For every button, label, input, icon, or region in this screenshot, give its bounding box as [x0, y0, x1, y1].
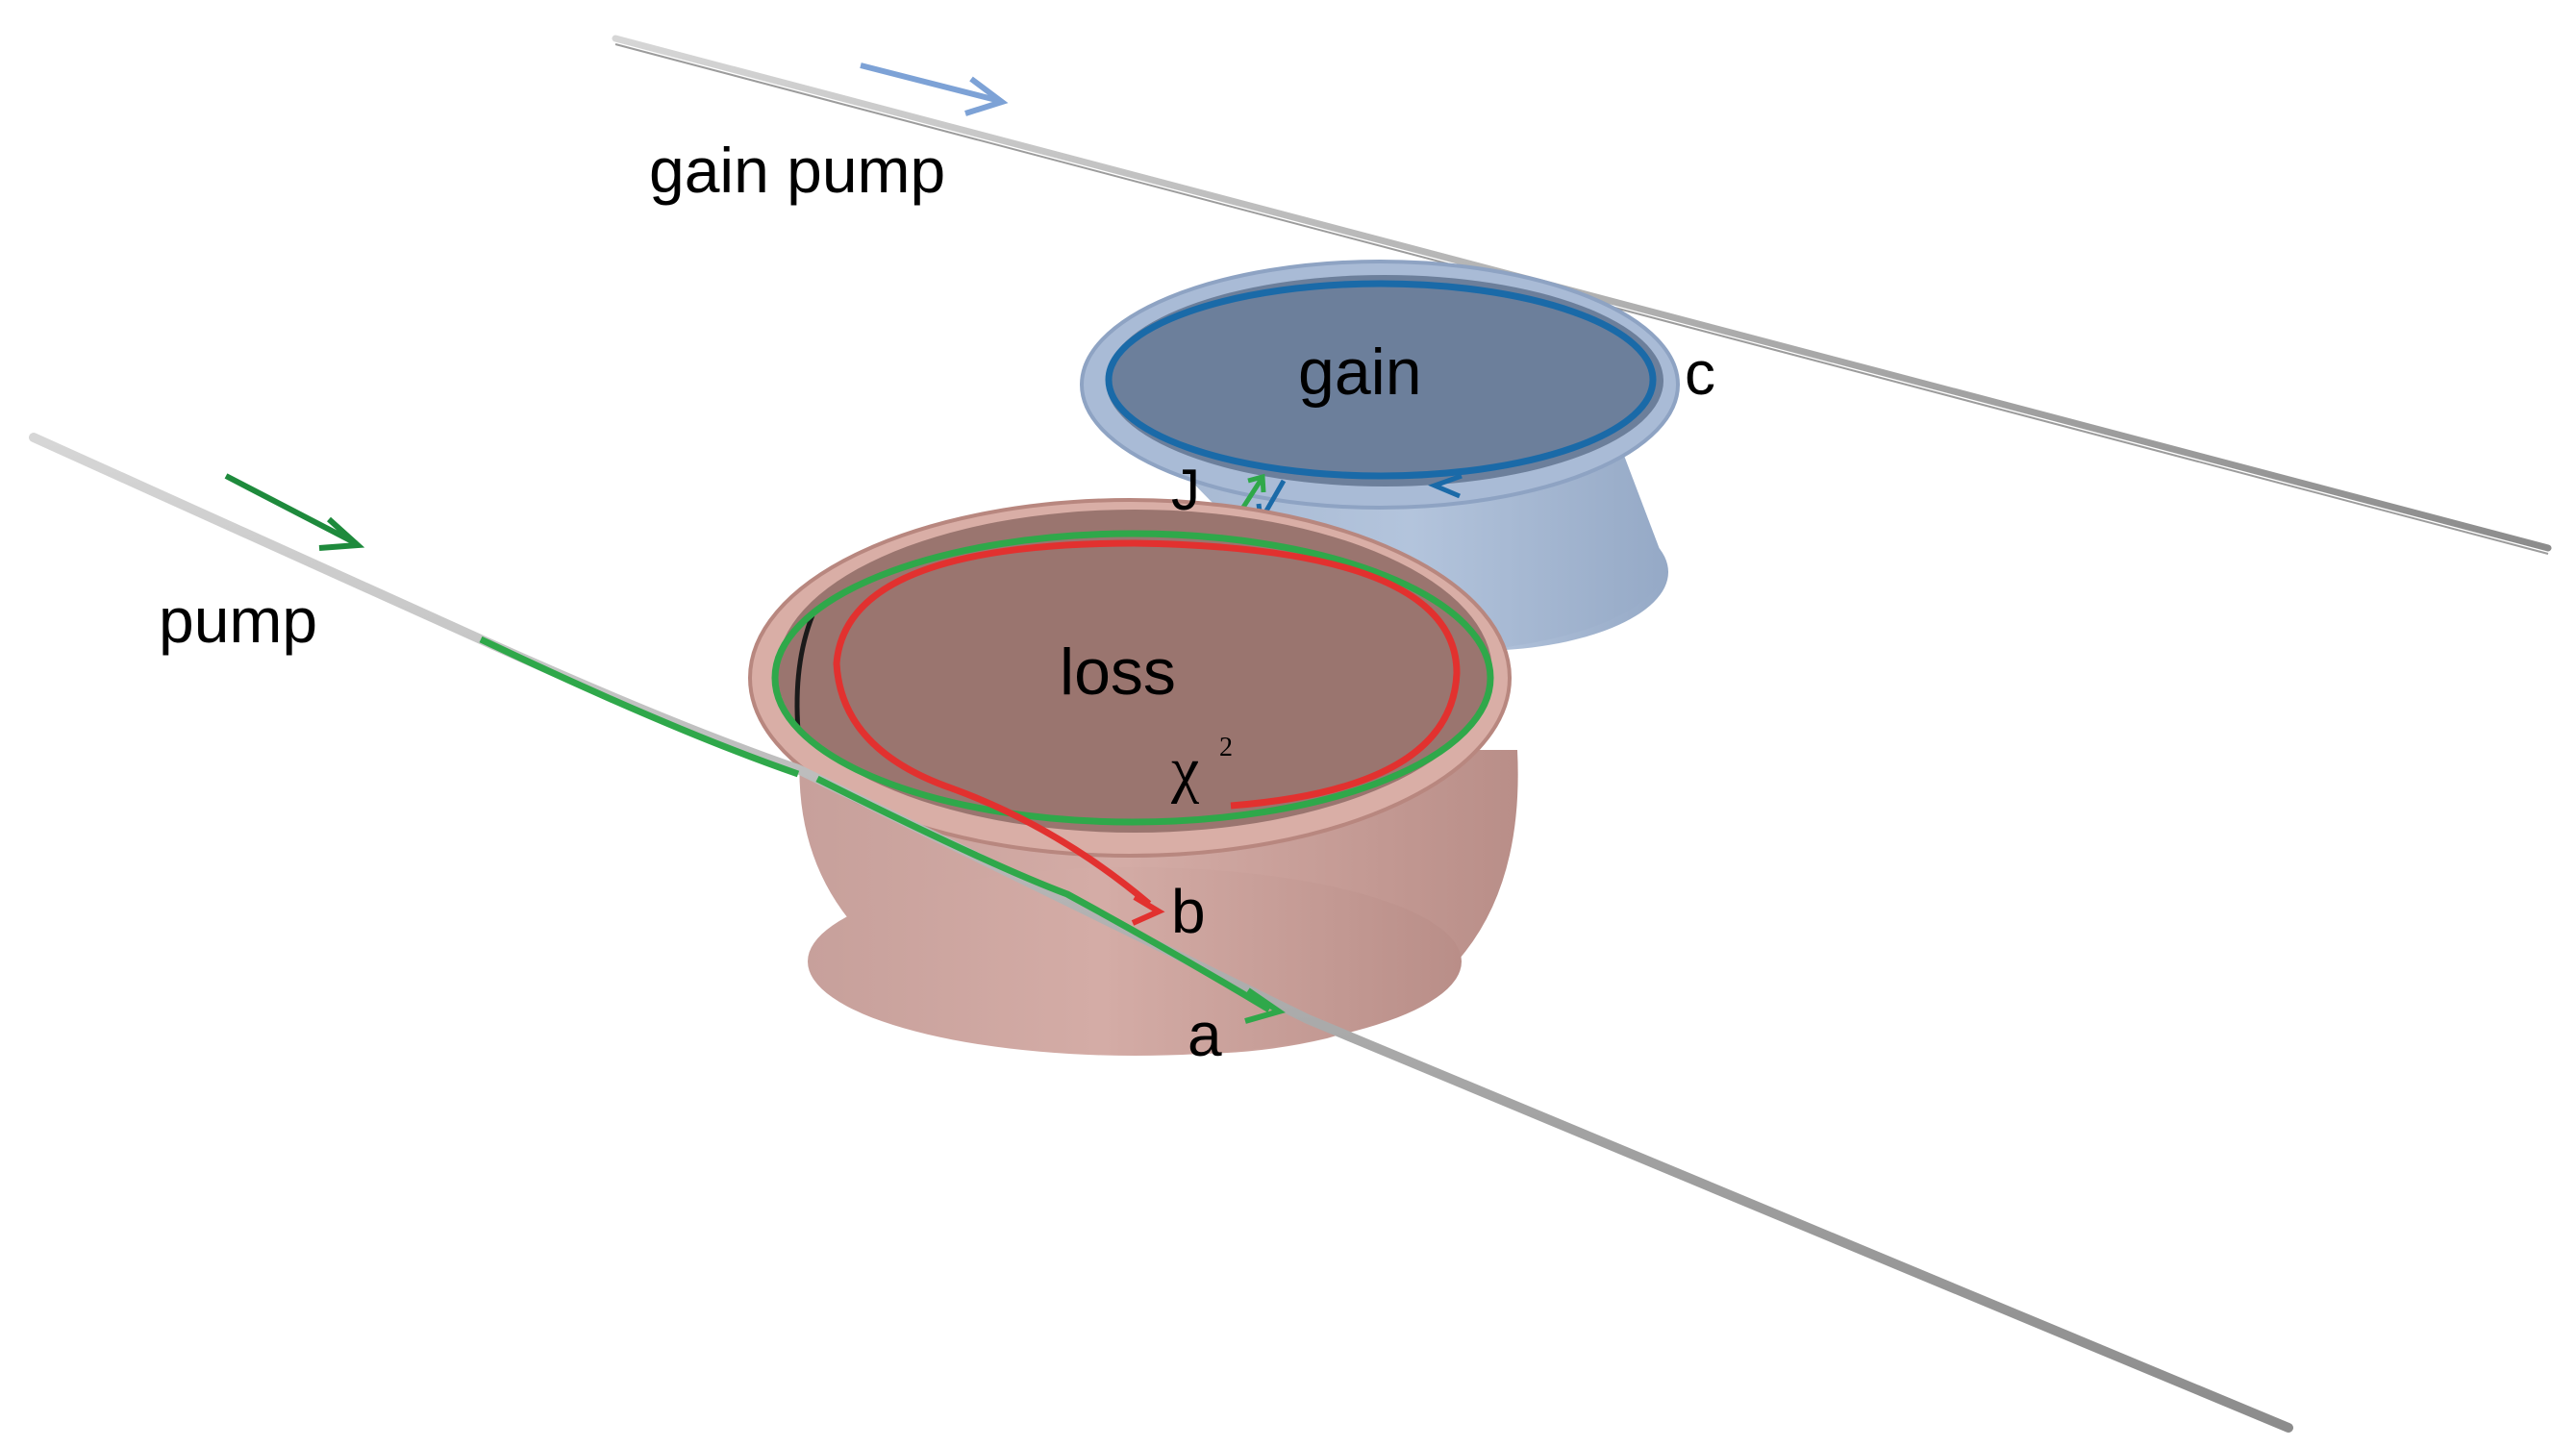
gain-mode-loop: [1105, 280, 1657, 480]
mode-a-label: a: [1188, 1000, 1222, 1069]
gain-label: gain: [1298, 336, 1422, 409]
loss-resonator: [748, 498, 1518, 1056]
pump-arrow: [224, 473, 365, 551]
coupling-J-label: J: [1171, 458, 1200, 522]
loss-mode-loop: [833, 539, 1461, 907]
mode-c-label: c: [1685, 338, 1715, 408]
pump-label: pump: [159, 585, 317, 656]
gain-pump-label: gain pump: [649, 135, 945, 206]
mode-b-label: b: [1171, 877, 1206, 946]
pump-mode-loop: [771, 530, 1494, 826]
loss-label: loss: [1060, 636, 1176, 709]
gain-pump-arrow: [860, 62, 1009, 116]
pump-waveguide: [29, 433, 2293, 1433]
chi-symbol: χ: [1170, 735, 1199, 805]
chi-exponent: 2: [1219, 733, 1233, 762]
